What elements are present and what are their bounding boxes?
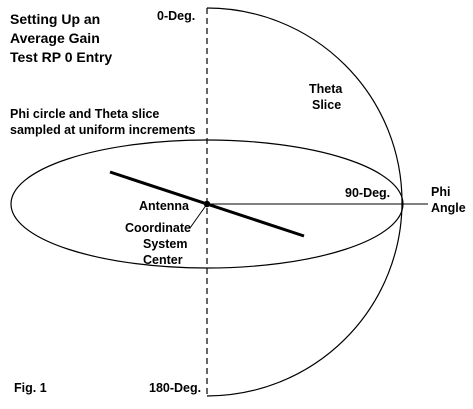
figure-label: Fig. 1 — [14, 381, 47, 395]
title-line-3: Test RP 0 Entry — [10, 49, 112, 65]
title-line-2: Average Gain — [10, 30, 100, 46]
subtitle-line-2: sampled at uniform increments — [10, 123, 196, 137]
title-line-1: Setting Up an — [10, 11, 100, 27]
one-eighty-deg-label: 180-Deg. — [149, 381, 201, 395]
center-leader-line — [189, 203, 208, 229]
zero-deg-label: 0-Deg. — [157, 9, 195, 23]
center-label-line-2: System — [143, 237, 187, 251]
antenna-label: Antenna — [139, 199, 190, 213]
theta-label-line-2: Slice — [312, 98, 341, 112]
ninety-deg-label: 90-Deg. — [345, 186, 390, 200]
phi-label-line-2: Angle — [431, 201, 466, 215]
theta-slice-arc — [206, 7, 403, 397]
subtitle-line-1: Phi circle and Theta slice — [10, 107, 159, 121]
phi-label-line-1: Phi — [431, 185, 450, 199]
theta-label-line-1: Theta — [309, 82, 343, 96]
center-label-line-1: Coordinate — [125, 221, 191, 235]
center-label-line-3: Center — [143, 253, 183, 267]
